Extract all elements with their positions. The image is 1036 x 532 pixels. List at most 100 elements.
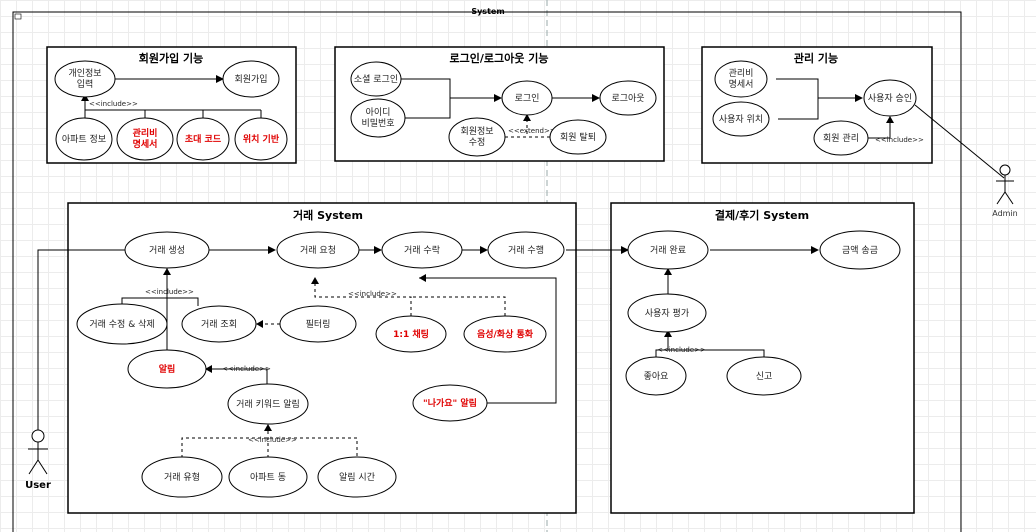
package-payment-title: 결제/후기 System — [715, 208, 809, 222]
uc-logout[interactable] — [599, 80, 657, 116]
uc-user-rating[interactable] — [627, 293, 707, 333]
uc-keyword-alarm-label: 거래 키워드 알림 — [236, 398, 300, 410]
include-label: <<include>> — [875, 136, 924, 144]
actor-admin-head-icon — [999, 164, 1011, 176]
edge-keyword-options — [181, 437, 358, 458]
uc-login[interactable] — [501, 80, 553, 116]
uc-trade-accept-label: 거래 수락 — [404, 244, 440, 256]
uc-edit-member[interactable] — [448, 117, 506, 157]
uc-trade-perform[interactable] — [487, 231, 565, 269]
edge-admin-actor — [914, 104, 1005, 179]
uc-trade-accept[interactable] — [381, 231, 463, 269]
uc-voice-video[interactable] — [463, 315, 547, 353]
uc-admin-mgmt-fee-label-1: 관리비 — [729, 68, 754, 79]
uc-keyword-alarm[interactable] — [227, 383, 309, 425]
extend-label: <<extend>> — [508, 127, 556, 135]
uc-trade-complete-label: 거래 완료 — [650, 245, 686, 256]
uc-social-login[interactable] — [350, 61, 402, 97]
uc-signup-label: 회원가입 — [234, 73, 267, 85]
uc-trade-search-label: 거래 조회 — [201, 319, 237, 330]
edge-want-accept — [419, 277, 557, 404]
arrowhead — [621, 246, 629, 254]
package-signup-title: 회원가입 기능 — [139, 51, 204, 65]
edge-voice-request — [411, 296, 506, 316]
uc-trade-search[interactable] — [181, 305, 257, 343]
uc-withdraw[interactable] — [549, 119, 607, 155]
include-label: <<include>> — [657, 346, 706, 354]
uc-personal-info[interactable] — [54, 60, 116, 98]
uc-location-based[interactable] — [234, 117, 288, 161]
uc-money-transfer[interactable] — [819, 230, 901, 270]
uc-trade-edit-delete-label: 거래 수정 & 삭제 — [89, 319, 154, 330]
edge-location-approve — [778, 98, 819, 120]
uc-id-pw[interactable] — [350, 98, 406, 138]
uc-apt-info-label: 아파트 정보 — [62, 134, 106, 145]
system-boundary — [12, 11, 962, 532]
uc-trade-type[interactable] — [141, 456, 223, 498]
uc-signup[interactable] — [222, 60, 280, 98]
actor-user-leg-left — [28, 459, 39, 475]
uc-user-approve-label: 사용자 승인 — [868, 93, 912, 104]
uc-trade-create[interactable] — [124, 231, 210, 269]
actor-admin[interactable] — [996, 164, 1014, 205]
uc-member-mgmt[interactable] — [813, 120, 869, 156]
uc-login-label: 로그인 — [515, 93, 540, 104]
uc-edit-member-label-1: 회원정보 — [460, 126, 493, 137]
uc-report[interactable] — [726, 356, 802, 396]
uc-apt-dong-label: 아파트 동 — [250, 472, 286, 483]
uc-like[interactable] — [625, 356, 687, 396]
edge-mgmtfee-approve — [776, 78, 856, 99]
edge-edit-create — [121, 297, 167, 304]
uc-logout-label: 로그아웃 — [611, 93, 644, 104]
uc-invite-code-label: 초대 코드 — [185, 133, 222, 145]
uc-filtering-label: 필터링 — [306, 318, 331, 330]
arrowhead — [264, 424, 272, 431]
uc-money-transfer-label: 금액 송금 — [842, 244, 878, 256]
arrowhead — [205, 365, 212, 373]
actor-user-head-icon — [31, 429, 45, 443]
actor-admin-leg-left — [996, 191, 1006, 205]
uc-apt-info[interactable] — [55, 117, 113, 161]
arrowhead — [855, 94, 863, 102]
uc-edit-member-label-2: 수정 — [469, 137, 486, 148]
uc-user-location[interactable] — [712, 101, 770, 137]
package-login-title: 로그인/로그아웃 기능 — [450, 51, 549, 65]
arrowhead — [494, 94, 502, 102]
arrowhead — [664, 330, 672, 337]
uc-apt-dong[interactable] — [228, 456, 308, 498]
uc-admin-mgmt-fee[interactable] — [714, 60, 768, 98]
uc-id-pw-label-2: 비밀번호 — [361, 117, 394, 129]
uc-mgmt-fee-doc[interactable] — [116, 117, 174, 161]
package-admin-title: 관리 기능 — [794, 51, 838, 65]
arrowhead — [664, 268, 672, 275]
uc-report-label: 신고 — [756, 371, 773, 382]
arrowhead — [163, 268, 171, 275]
uc-chat[interactable] — [375, 315, 447, 353]
uc-withdraw-label: 회원 탈퇴 — [560, 132, 596, 143]
uc-user-rating-label: 사용자 평가 — [645, 308, 689, 319]
arrowhead — [374, 246, 382, 254]
arrowhead — [268, 246, 276, 254]
collapse-icon[interactable] — [14, 13, 22, 20]
uc-mgmt-fee-doc-label-1: 관리비 — [133, 127, 158, 139]
uc-personal-info-label-2: 입력 — [77, 78, 94, 90]
uc-trade-edit-delete[interactable] — [76, 303, 168, 345]
uc-member-mgmt-label: 회원 관리 — [823, 133, 859, 144]
uc-filtering[interactable] — [279, 305, 357, 343]
uc-trade-request-label: 거래 요청 — [300, 245, 336, 256]
uc-alarm-time-label: 알림 시간 — [339, 471, 375, 483]
uc-alarm-time[interactable] — [317, 456, 397, 498]
uc-invite-code[interactable] — [176, 117, 230, 161]
uc-id-pw-label-1: 아이디 — [366, 107, 391, 118]
uc-trade-request[interactable] — [276, 231, 360, 269]
edge-search-create — [167, 297, 199, 306]
edge-user-create — [37, 249, 126, 430]
uc-personal-info-label-1: 개인정보 — [68, 68, 101, 79]
actor-user[interactable] — [28, 429, 48, 475]
uc-alarm[interactable] — [127, 349, 207, 389]
uc-user-approve[interactable] — [863, 79, 917, 117]
uc-want-alarm[interactable] — [412, 384, 488, 422]
uc-trade-complete[interactable] — [627, 230, 709, 270]
uc-location-based-label: 위치 기반 — [243, 133, 280, 145]
